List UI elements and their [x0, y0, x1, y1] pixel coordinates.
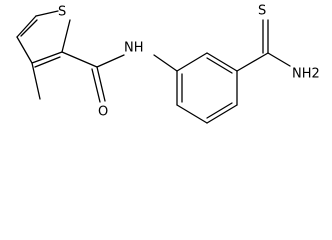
bond-b1-b2 — [176, 52, 208, 72]
bond-n-aryl — [153, 54, 178, 72]
thioamide-sulfur-label: S — [258, 4, 266, 19]
bond-c2-c3 — [31, 51, 63, 64]
thiophene-ring — [16, 10, 71, 68]
bond-b2-b3 — [206, 52, 238, 72]
amide-nitrogen-label: NH — [124, 41, 144, 56]
carbonyl-oxygen-label: O — [98, 105, 108, 120]
bond-c2-carbonyl — [61, 51, 98, 68]
carboxamide-group — [61, 51, 178, 103]
chemical-structure: S O NH S NH2 — [16, 4, 320, 124]
bond-c4-c5-inner — [20, 19, 38, 37]
benzene-ring — [176, 52, 238, 124]
thioamide-group — [236, 19, 291, 72]
bond-carbonyl-n — [96, 54, 125, 68]
bond-carbonyl-o — [96, 66, 106, 102]
bond-c5-s1 — [35, 10, 59, 17]
bond-thioamide-n — [267, 52, 291, 67]
bond-carbonyl-o-double — [91, 68, 101, 103]
thiophene-sulfur-label: S — [58, 5, 66, 20]
bond-aryl-thioamide — [236, 52, 269, 72]
bond-c3-c3-inner — [34, 56, 61, 68]
bond-s1-c2 — [61, 19, 71, 53]
bond-b4-b5 — [206, 104, 238, 124]
bond-b2-b3-inner — [206, 57, 233, 74]
thioamide-nitrogen-label: NH2 — [292, 67, 320, 82]
bond-b4-b5-inner — [206, 102, 233, 119]
methyl-bond — [31, 62, 41, 100]
bond-c4-c5 — [16, 15, 37, 38]
bond-c3-c4 — [16, 36, 33, 64]
bond-b5-b6 — [176, 104, 208, 124]
